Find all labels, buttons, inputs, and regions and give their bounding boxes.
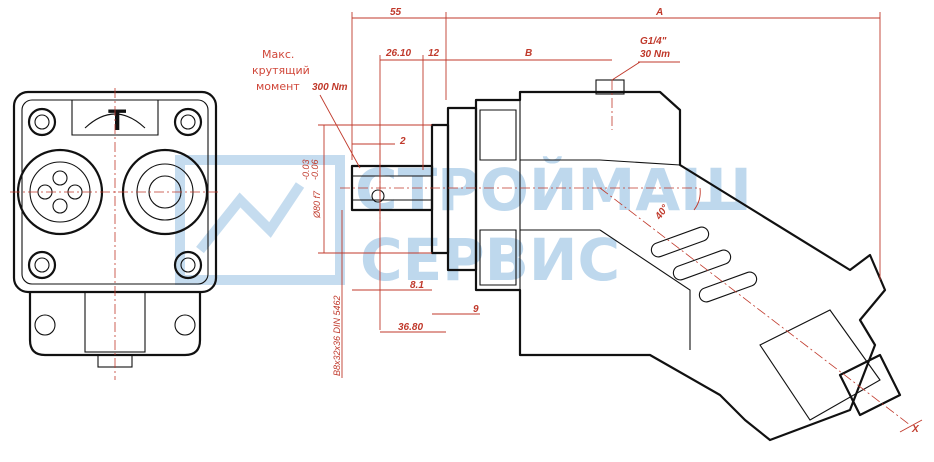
dim-A: A	[655, 7, 663, 18]
axis-label: X	[911, 424, 920, 435]
svg-text:T: T	[108, 104, 126, 137]
torque-note: Макс. крутящий момент 300 Nm	[252, 48, 361, 169]
port-torque: 30 Nm	[640, 49, 670, 60]
dim-8-1: 8.1	[410, 280, 424, 291]
dim-26-10: 26.10	[385, 48, 411, 59]
spline-spec: B8x32x36 DIN 5462	[332, 295, 342, 376]
bolt-hole-icon	[27, 107, 203, 280]
torque-note-line2: крутящий	[252, 64, 310, 77]
port-thread: G1/4"	[640, 36, 667, 47]
dimensions: 55 A 26.10 12 B G1/4" 30 Nm 2 8.1 9 36.8…	[301, 7, 923, 435]
torque-note-line3: момент	[256, 80, 300, 93]
watermark-line2: СЕРВИС	[360, 226, 620, 294]
torque-note-line1: Макс.	[262, 48, 294, 61]
dim-9: 9	[473, 304, 479, 315]
dim-tol-lower: -0.06	[310, 159, 320, 180]
end-view: T	[10, 88, 220, 380]
dim-12: 12	[428, 48, 440, 59]
dim-36-80: 36.80	[398, 322, 423, 333]
dim-tol-upper: -0.03	[301, 159, 311, 180]
watermark-logo-icon	[175, 155, 345, 285]
dim-55: 55	[390, 7, 402, 18]
side-view	[340, 79, 911, 442]
watermark: СТРОЙМАШ СЕРВИС	[175, 155, 752, 294]
dim-2: 2	[399, 136, 406, 147]
dim-diameter: Ø80 f7	[312, 190, 322, 219]
dim-B: B	[525, 48, 532, 59]
torque-note-value: 300 Nm	[312, 82, 348, 93]
